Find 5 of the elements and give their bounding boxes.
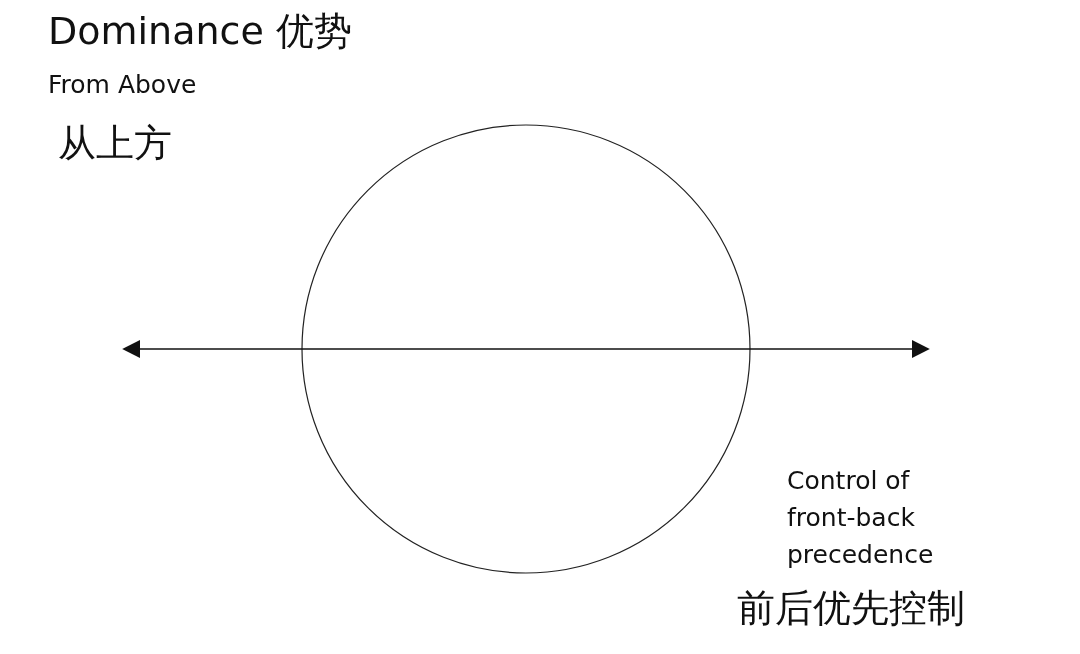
subtitle-chinese: 从上方 <box>58 120 172 167</box>
title: Dominance 优势 <box>48 8 352 55</box>
subtitle: From Above <box>48 70 197 99</box>
annotation-text: Control of front-back precedence <box>787 465 935 571</box>
annotation-chinese: 前后优先控制 <box>737 585 965 632</box>
